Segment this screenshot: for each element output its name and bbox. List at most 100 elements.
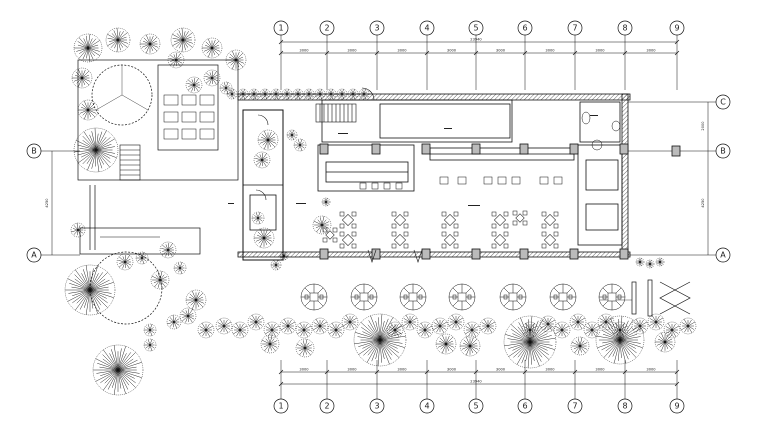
tree: [260, 334, 280, 354]
top-dim-tick: [622, 50, 628, 56]
bottom-overall-dimension: 23940: [470, 380, 482, 384]
tree: [77, 99, 99, 121]
tree: [203, 69, 221, 87]
top-bay-dimension-7: 3000: [595, 49, 605, 53]
tree: [116, 253, 134, 271]
right-axis-label-B: B: [720, 147, 726, 156]
room-annotations: [228, 115, 598, 206]
tree: [286, 129, 298, 141]
top-axis-bubble-5: [468, 20, 484, 36]
tree: [416, 321, 434, 339]
tree: [279, 317, 297, 335]
tree: [521, 321, 539, 339]
tree: [353, 313, 407, 367]
patio-table: [499, 283, 527, 311]
tree: [341, 313, 359, 331]
bottom-axis-bubble-2: [319, 398, 335, 414]
top-axis-label-2: 2: [324, 24, 329, 33]
bottom-bay-dimension-5: 3000: [496, 368, 506, 372]
bottom-axis-bubble-3: [369, 398, 385, 414]
top-axis-label-6: 6: [522, 24, 527, 33]
top-axis-label-8: 8: [622, 24, 627, 33]
bottom-axis-label-1: 1: [278, 402, 283, 411]
bottom-axis-label-8: 8: [622, 402, 627, 411]
tree: [358, 88, 370, 100]
top-bay-dimension-2: 3000: [347, 49, 357, 53]
tree: [293, 138, 307, 152]
tree: [583, 321, 601, 339]
bottom-axis-bubble-5: [468, 398, 484, 414]
right-axis-label-A: A: [720, 251, 726, 260]
top-axis-bubble-2: [319, 20, 335, 36]
tree: [270, 259, 282, 271]
tree: [73, 33, 103, 63]
tree: [292, 88, 304, 100]
top-dim-tick: [374, 50, 380, 56]
tree: [143, 338, 157, 352]
bottom-axis-bubble-6: [517, 398, 533, 414]
tree: [179, 307, 197, 325]
bottom-axis-bubble-9: [669, 398, 685, 414]
terrace-nw: [77, 59, 239, 181]
bottom-dim-tick: [278, 369, 284, 375]
tree: [215, 317, 233, 335]
dining-table: [491, 211, 509, 229]
tree: [401, 313, 419, 331]
top-dim-tick: [674, 39, 680, 45]
tree: [92, 344, 144, 396]
tree: [503, 315, 557, 369]
bottom-axis-label-9: 9: [674, 402, 679, 411]
dining-table: [391, 211, 409, 229]
right-axis-label-C: C: [720, 98, 726, 107]
bottom-dim-tick: [424, 369, 430, 375]
tree: [570, 336, 590, 356]
tree: [569, 313, 587, 331]
east-entry: [600, 279, 691, 317]
patio-table: [448, 283, 476, 311]
top-overall-dimension: 23940: [470, 38, 482, 42]
tree: [247, 313, 265, 331]
tree: [73, 127, 119, 173]
dining-table: [441, 231, 459, 249]
tree: [655, 257, 665, 267]
tree: [253, 151, 271, 169]
tree: [347, 88, 359, 100]
right-dimension-upper: 2000: [701, 121, 705, 131]
top-axis-label-7: 7: [572, 24, 577, 33]
patio-table: [549, 283, 577, 311]
tree: [631, 317, 649, 335]
bottom-bay-dimension-3: 3000: [397, 368, 407, 372]
tree: [143, 323, 157, 337]
bottom-bay-dimension-1: 3000: [299, 368, 309, 372]
tree: [279, 251, 289, 261]
tree: [135, 251, 149, 265]
tree: [479, 317, 497, 335]
bottom-bay-dimension-8: 3000: [646, 368, 656, 372]
tree: [225, 49, 247, 71]
tree: [173, 261, 187, 275]
tree: [336, 88, 348, 100]
tree: [259, 88, 271, 100]
bottom-axis-bubble-4: [419, 398, 435, 414]
tree: [539, 315, 557, 333]
tree: [553, 321, 571, 339]
tree: [303, 88, 315, 100]
top-bay-dimension-4: 3000: [447, 49, 457, 53]
bottom-dim-tick: [674, 381, 680, 387]
top-bay-dimension-6: 3000: [545, 49, 555, 53]
patio-table: [300, 283, 328, 311]
terrace-west: [79, 185, 201, 325]
tree: [185, 76, 203, 94]
tree: [237, 88, 249, 100]
top-dim-tick: [674, 50, 680, 56]
tree: [645, 259, 655, 269]
tree: [647, 313, 665, 331]
tree: [257, 129, 279, 151]
top-axis-bubble-8: [617, 20, 633, 36]
left-axis-label-A: A: [31, 251, 37, 260]
tree: [314, 88, 326, 100]
bottom-bay-dimension-7: 3000: [595, 368, 605, 372]
tree: [321, 197, 331, 207]
tree: [263, 321, 281, 339]
